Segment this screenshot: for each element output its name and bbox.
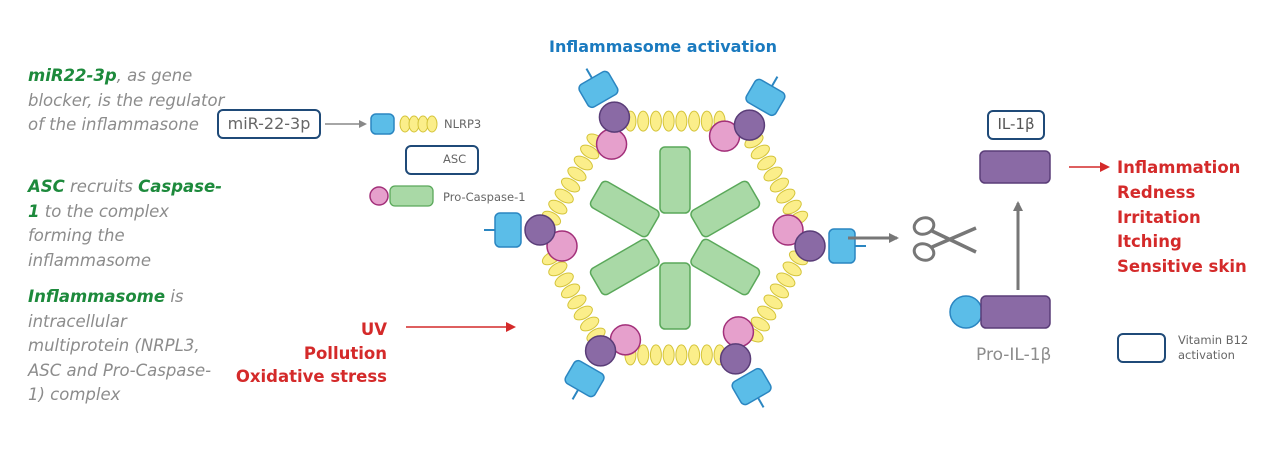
asc-box: [405, 145, 479, 175]
causes-list: UV Pollution Oxidative stress: [236, 318, 387, 389]
mir-22-3p-label: miR-22-3p: [227, 114, 311, 133]
nlrp3-segment: [580, 316, 600, 332]
nlrp3-segment: [573, 305, 593, 321]
nlrp3-segment: [769, 283, 790, 299]
side-note-caspase-highlight: Caspase-1: [28, 177, 223, 221]
side-note-inflammasome-highlight: Inflammasome: [28, 287, 166, 306]
nlrp3-segment: [554, 188, 574, 204]
side-note-inflammasome: Inflammasome is intracellular multiprote…: [28, 285, 228, 408]
nlrp3-receptor: [828, 228, 856, 264]
nlrp3-segment: [649, 344, 662, 366]
nlrp3-segment: [769, 177, 790, 193]
nlrp3-segment: [548, 199, 568, 215]
side-note-asc-text: recruits: [64, 177, 139, 196]
nlrp3-segment: [782, 199, 802, 215]
nlrp3-receptor: [745, 78, 786, 117]
asc-node-dark: [584, 335, 617, 367]
effect-sensitive-skin: Sensitive skin: [1117, 257, 1247, 277]
asc-node: [772, 214, 804, 246]
nlrp3-receptor: [564, 359, 605, 398]
caspase-spoke: [659, 262, 691, 330]
nlrp3-segment: [757, 305, 777, 321]
nlrp3-segment: [580, 144, 600, 160]
pro-il1b-shape: [949, 295, 1051, 329]
nlrp3-segment: [763, 294, 783, 310]
cause-uv: UV: [360, 320, 387, 339]
side-note-mir22-text: , as gene blocker, is the regulator of t…: [28, 66, 225, 134]
side-note-asc: ASC recruits Caspase-1 to the complex fo…: [28, 175, 228, 273]
nlrp3-segment: [776, 272, 796, 288]
caspase-spoke: [690, 238, 761, 296]
asc-node: [546, 230, 578, 262]
nlrp3-segment: [548, 261, 568, 277]
nlrp3-segment: [560, 283, 581, 299]
nlrp3-segment: [700, 110, 713, 132]
nlrp3-segment: [662, 110, 675, 132]
nlrp3-segment: [573, 155, 593, 171]
nlrp3-segment: [688, 110, 701, 132]
nlrp3-segment: [675, 344, 688, 366]
nlrp3-segment: [776, 188, 796, 204]
asc-label: ASC: [443, 152, 467, 166]
vitamin-b12-legend-box: [1117, 333, 1166, 363]
il1b-shape: [979, 150, 1051, 184]
side-note-asc-highlight: ASC: [28, 177, 65, 196]
nlrp3-segment: [637, 110, 650, 132]
caspase-spoke: [589, 238, 660, 296]
caspase-spoke: [659, 146, 691, 214]
il1b-label: IL-1β: [997, 115, 1035, 133]
effects-list: Inflammation Redness Irritation Itching …: [1117, 156, 1247, 280]
nlrp3-segment: [763, 166, 783, 182]
il1b-box: IL-1β: [987, 110, 1045, 140]
procaspase-label: Pro-Caspase-1: [443, 190, 526, 204]
nlrp3-segment: [782, 261, 802, 277]
nlrp3-label: NLRP3: [444, 117, 482, 131]
side-note-mir22: miR22-3p, as gene blocker, is the regula…: [28, 64, 228, 138]
scissors-icon: [912, 216, 977, 262]
asc-node: [722, 316, 755, 348]
side-note-inflammasome-text: is intracellular multiprotein (NRPL3, AS…: [28, 287, 212, 404]
nlrp3-segment: [560, 177, 581, 193]
asc-node-dark: [719, 343, 752, 375]
asc-node-dark: [733, 109, 766, 141]
mir-22-3p-box: miR-22-3p: [217, 109, 321, 139]
procaspase-legend-icon: [369, 185, 434, 207]
effect-inflammation: Inflammation: [1117, 158, 1241, 177]
effect-irritation: Irritation: [1117, 207, 1201, 227]
cause-pollution: Pollution: [303, 343, 387, 363]
nlrp3-segment: [757, 155, 777, 171]
nlrp3-icon: [370, 113, 438, 135]
nlrp3-segment: [675, 110, 688, 132]
nlrp3-segment: [662, 344, 675, 366]
nlrp3-segment: [567, 294, 587, 310]
nlrp3-segment: [750, 316, 770, 332]
caspase-spoke: [589, 180, 660, 238]
nlrp3-segment: [700, 344, 713, 366]
caspase-spoke: [690, 180, 761, 238]
inflammasome-complex: [484, 68, 866, 408]
nlrp3-segment: [750, 144, 770, 160]
nlrp3-segment: [567, 166, 587, 182]
pro-il1b-label: Pro-IL-1β: [976, 345, 1052, 365]
nlrp3-segment: [637, 344, 650, 366]
side-note-mir22-highlight: miR22-3p: [28, 66, 117, 85]
nlrp3-receptor: [578, 70, 619, 109]
asc-node: [595, 128, 628, 160]
nlrp3-segment: [649, 110, 662, 132]
nlrp3-segment: [554, 272, 574, 288]
asc-node-dark: [598, 101, 631, 133]
effect-itching: Itching: [1117, 232, 1182, 252]
asc-node-dark: [524, 214, 556, 246]
asc-node-dark: [794, 230, 826, 262]
diagram-title: Inflammasome activation: [549, 37, 777, 56]
nlrp3-receptor: [494, 212, 522, 248]
vitamin-b12-label: Vitamin B12 activation: [1178, 333, 1249, 362]
nlrp3-receptor: [731, 367, 772, 406]
nlrp3-segment: [688, 344, 701, 366]
cause-oxidative-stress: Oxidative stress: [235, 367, 387, 386]
side-note-asc-text2: to the complex forming the inflammasome: [28, 201, 170, 270]
effect-redness: Redness: [1117, 182, 1196, 202]
